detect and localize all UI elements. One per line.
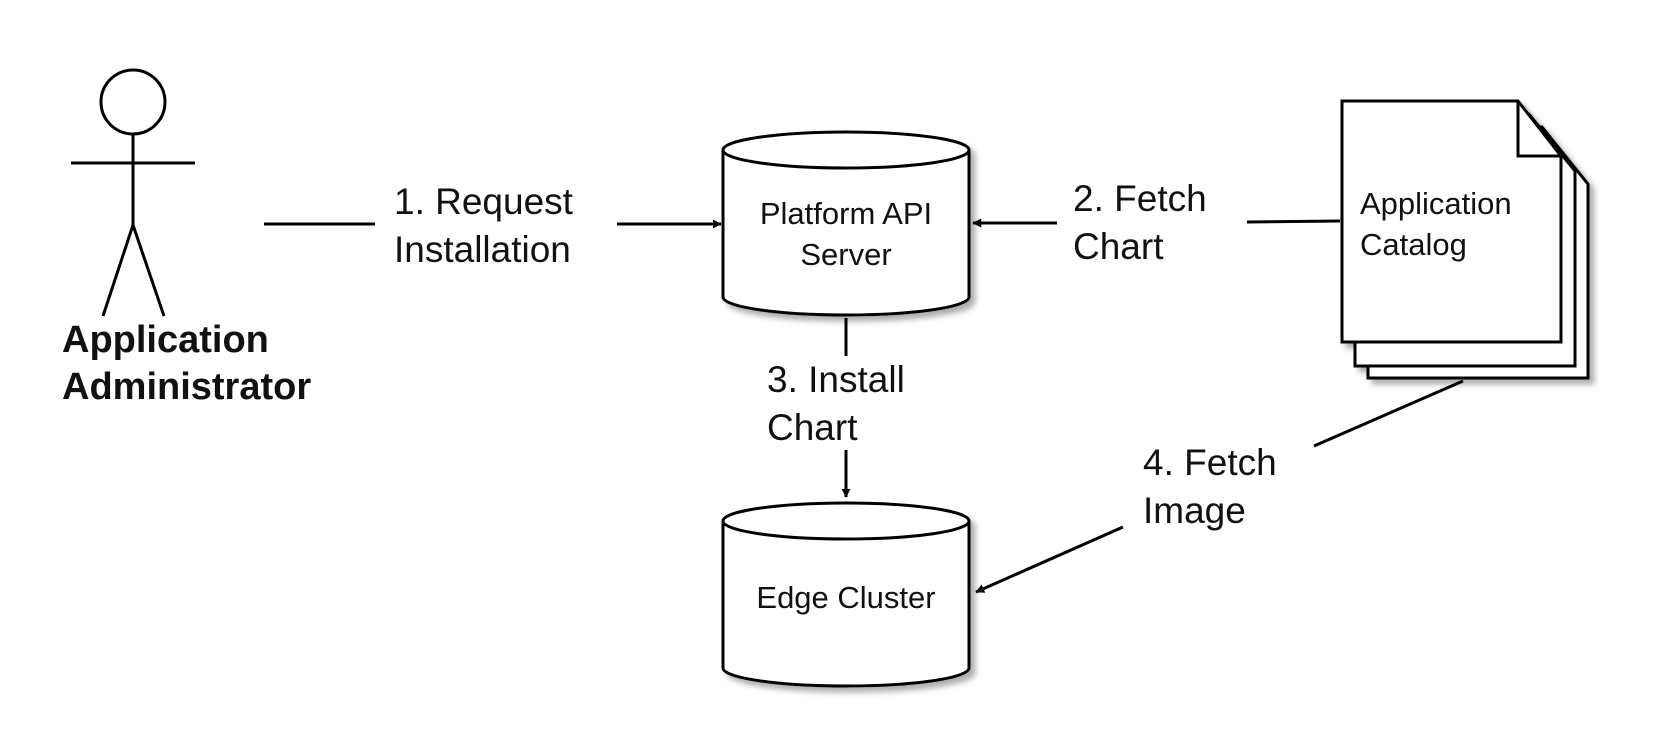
- edge-install-chart-label-line1: 3. Install: [767, 359, 905, 400]
- edge-fetch-image-label-line1: 4. Fetch: [1143, 442, 1277, 483]
- edge-cluster-cylinder[interactable]: [721, 501, 971, 688]
- api-server-label-line2: Server: [800, 237, 891, 272]
- edge-request-label-line2: Installation: [394, 229, 571, 270]
- edge-cluster-label: Edge Cluster: [756, 580, 935, 615]
- edge-fetch-chart-label-line2: Chart: [1073, 226, 1164, 267]
- edge-fetch-image-label-line2: Image: [1143, 490, 1246, 531]
- edge-fetch-image-line: [1313, 379, 1464, 448]
- api-server-cylinder[interactable]: [721, 130, 971, 317]
- application-catalog-documents-icon[interactable]: [1340, 99, 1590, 380]
- edge-fetch-chart-label-line1: 2. Fetch: [1073, 178, 1207, 219]
- actor-name-line1: Application: [62, 319, 269, 361]
- edge-request-label-line1: 1. Request: [394, 181, 574, 222]
- actor-name-line2: Administrator: [62, 366, 311, 408]
- edge-fetch-chart-line: [1246, 219, 1341, 224]
- actor-stick-figure-icon: [71, 68, 195, 317]
- catalog-label-line2: Catalog: [1360, 227, 1467, 262]
- catalog-label-line1: Application: [1360, 186, 1512, 221]
- edge-install-chart-label-line2: Chart: [767, 407, 858, 448]
- edge-fetch-image-arrow: [975, 525, 1124, 594]
- api-server-label-line1: Platform API: [760, 196, 932, 231]
